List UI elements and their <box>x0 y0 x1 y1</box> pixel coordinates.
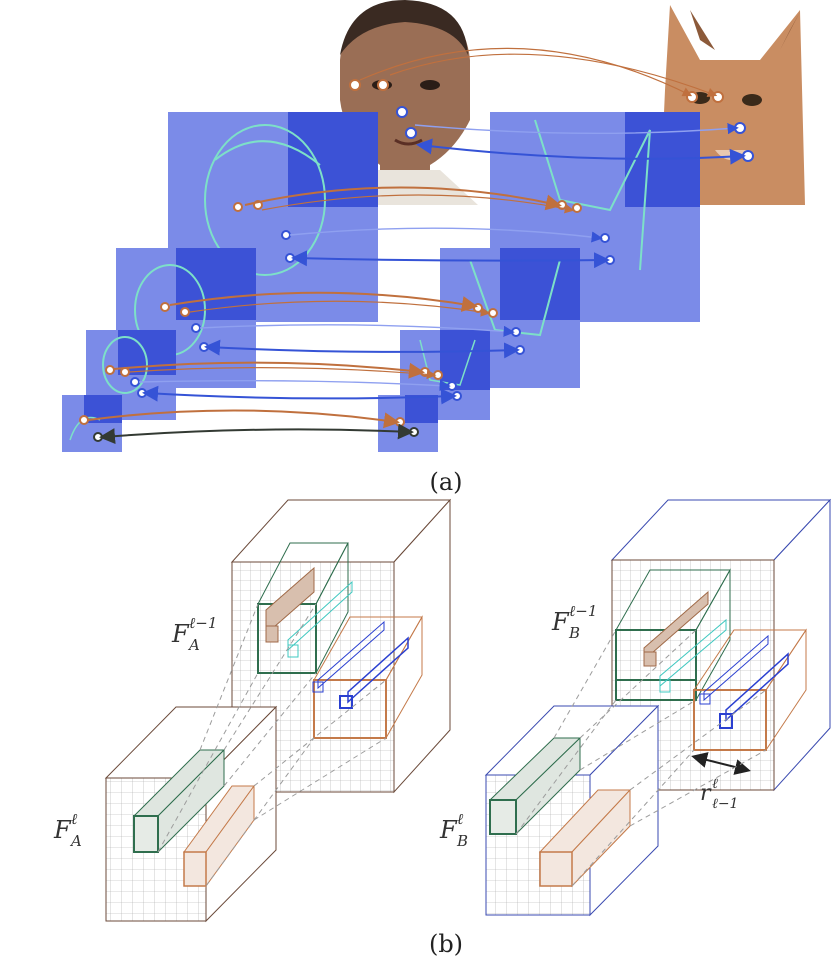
svg-text:F: F <box>551 608 570 636</box>
svg-text:F: F <box>439 816 458 844</box>
volume-a-prev <box>230 498 452 794</box>
svg-text:A: A <box>187 636 200 654</box>
caption-a: (a) <box>429 468 463 496</box>
svg-text:ℓ−1: ℓ−1 <box>189 614 217 632</box>
svg-text:ℓ: ℓ <box>71 810 77 828</box>
panel-b: F A ℓ−1 F B ℓ−1 F A ℓ F B ℓ r ℓ−1 ℓ <box>53 498 832 923</box>
svg-text:B: B <box>568 624 580 642</box>
projection-lines-b <box>515 629 767 887</box>
svg-text:A: A <box>69 832 82 850</box>
label-fb-cur: F B ℓ <box>439 810 468 850</box>
label-fa-prev: F A ℓ−1 <box>171 614 217 654</box>
feature-maps-human <box>62 112 378 452</box>
label-fa-cur: F A ℓ <box>53 810 82 850</box>
label-radius: r ℓ−1 ℓ <box>700 776 738 812</box>
label-fb-prev: F B ℓ−1 <box>551 602 597 642</box>
svg-text:B: B <box>456 832 468 850</box>
svg-text:ℓ: ℓ <box>712 776 718 792</box>
svg-text:F: F <box>53 816 72 844</box>
correspondence-arrows <box>87 47 746 445</box>
svg-text:ℓ: ℓ <box>457 810 463 828</box>
volume-b-cur <box>484 704 660 917</box>
svg-text:r: r <box>700 781 712 806</box>
caption-b: (b) <box>428 930 464 958</box>
panel-a <box>62 0 805 452</box>
svg-text:ℓ−1: ℓ−1 <box>712 796 738 812</box>
svg-text:ℓ−1: ℓ−1 <box>569 602 597 620</box>
volume-b-prev <box>610 498 832 792</box>
projection-lines-a <box>157 603 387 887</box>
volume-a-cur <box>104 705 278 923</box>
svg-text:F: F <box>171 620 190 648</box>
